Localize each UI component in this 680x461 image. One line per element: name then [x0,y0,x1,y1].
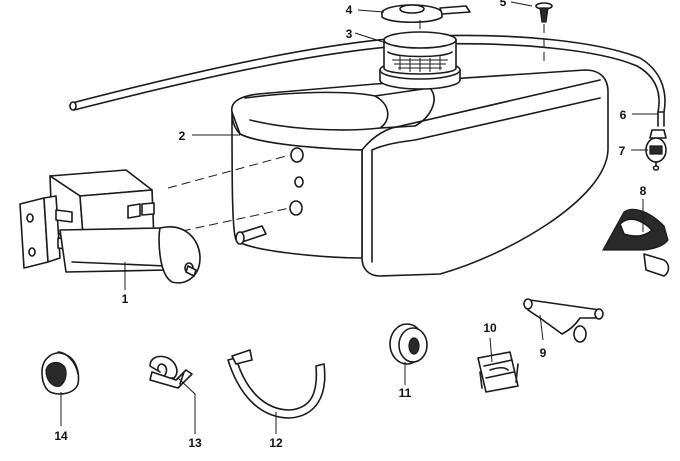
filler-cap [381,4,471,23]
callout-1: 1 [122,292,129,306]
leader-lines [60,1,658,434]
rubber-grommet [389,323,428,365]
callout-3: 3 [346,27,353,41]
filler-strainer [383,31,457,75]
callout-6: 6 [620,108,627,122]
callout-10: 10 [483,321,497,335]
washer-hose [69,34,666,127]
callout-11: 11 [399,386,412,400]
callout-14: 14 [54,429,68,443]
callout-9: 9 [540,346,547,360]
y-connector [523,298,604,343]
callout-4: 4 [346,3,353,17]
callout-5: 5 [500,0,507,9]
cap-grommet [41,351,80,395]
callout-13: 13 [188,436,202,450]
washer-reservoir-tank [231,60,609,277]
washer-pump [19,169,201,284]
spray-nozzle [601,208,670,277]
callout-12: 12 [269,436,283,450]
hose-clamp [149,355,193,389]
check-valve [645,129,667,171]
retaining-strap [227,349,326,419]
assembly-dashed-lines [167,20,545,235]
hose-clip [477,351,519,393]
callout-7: 7 [619,144,626,158]
callout-labels: 1 2 3 4 5 6 7 8 9 10 11 12 13 14 [54,0,646,450]
self-tapping-screw [535,2,553,23]
callout-2: 2 [179,129,186,143]
callout-8: 8 [640,184,647,198]
